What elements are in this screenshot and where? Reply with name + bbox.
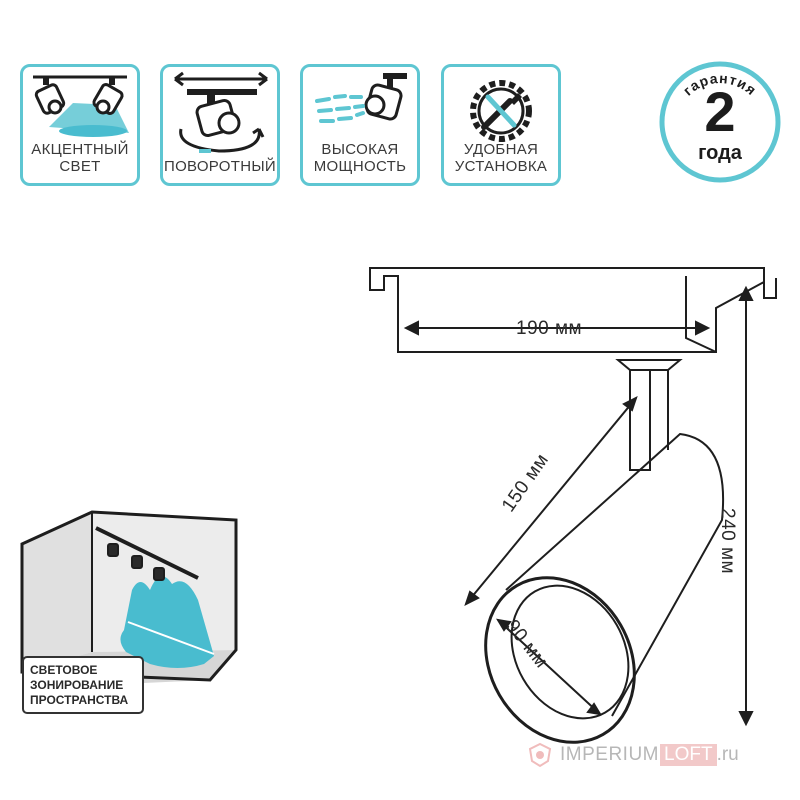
- width-dimension: 190 мм: [516, 318, 583, 339]
- warranty-badge: гарантия 2 года: [656, 58, 784, 186]
- feature-label: ПОВОРОТНЫЙ: [163, 158, 277, 175]
- lamp-body: [505, 432, 724, 717]
- tools-gear-icon: [470, 80, 532, 142]
- crest-icon: [528, 742, 552, 768]
- warranty-number: 2: [704, 80, 736, 143]
- light-beam-icon: [315, 73, 407, 123]
- track-adapter: [369, 267, 765, 353]
- track-rail: [95, 526, 199, 580]
- watermark-brand: IMPERIUM: [560, 744, 659, 765]
- warranty-unit: года: [698, 142, 742, 164]
- accent-spotlights-icon: [33, 75, 129, 137]
- watermark-domain: .ru: [716, 744, 739, 765]
- lamp-inner-ring: [510, 584, 630, 720]
- lamp-front-ring: [484, 576, 636, 744]
- feature-rotating: ПОВОРОТНЫЙ: [160, 64, 280, 186]
- watermark-loft: LOFT: [660, 744, 717, 766]
- rotation-icon: [174, 71, 268, 153]
- warranty-circle: гарантия: [659, 61, 781, 183]
- watermark: IMPERIUM LOFT .ru: [526, 735, 739, 775]
